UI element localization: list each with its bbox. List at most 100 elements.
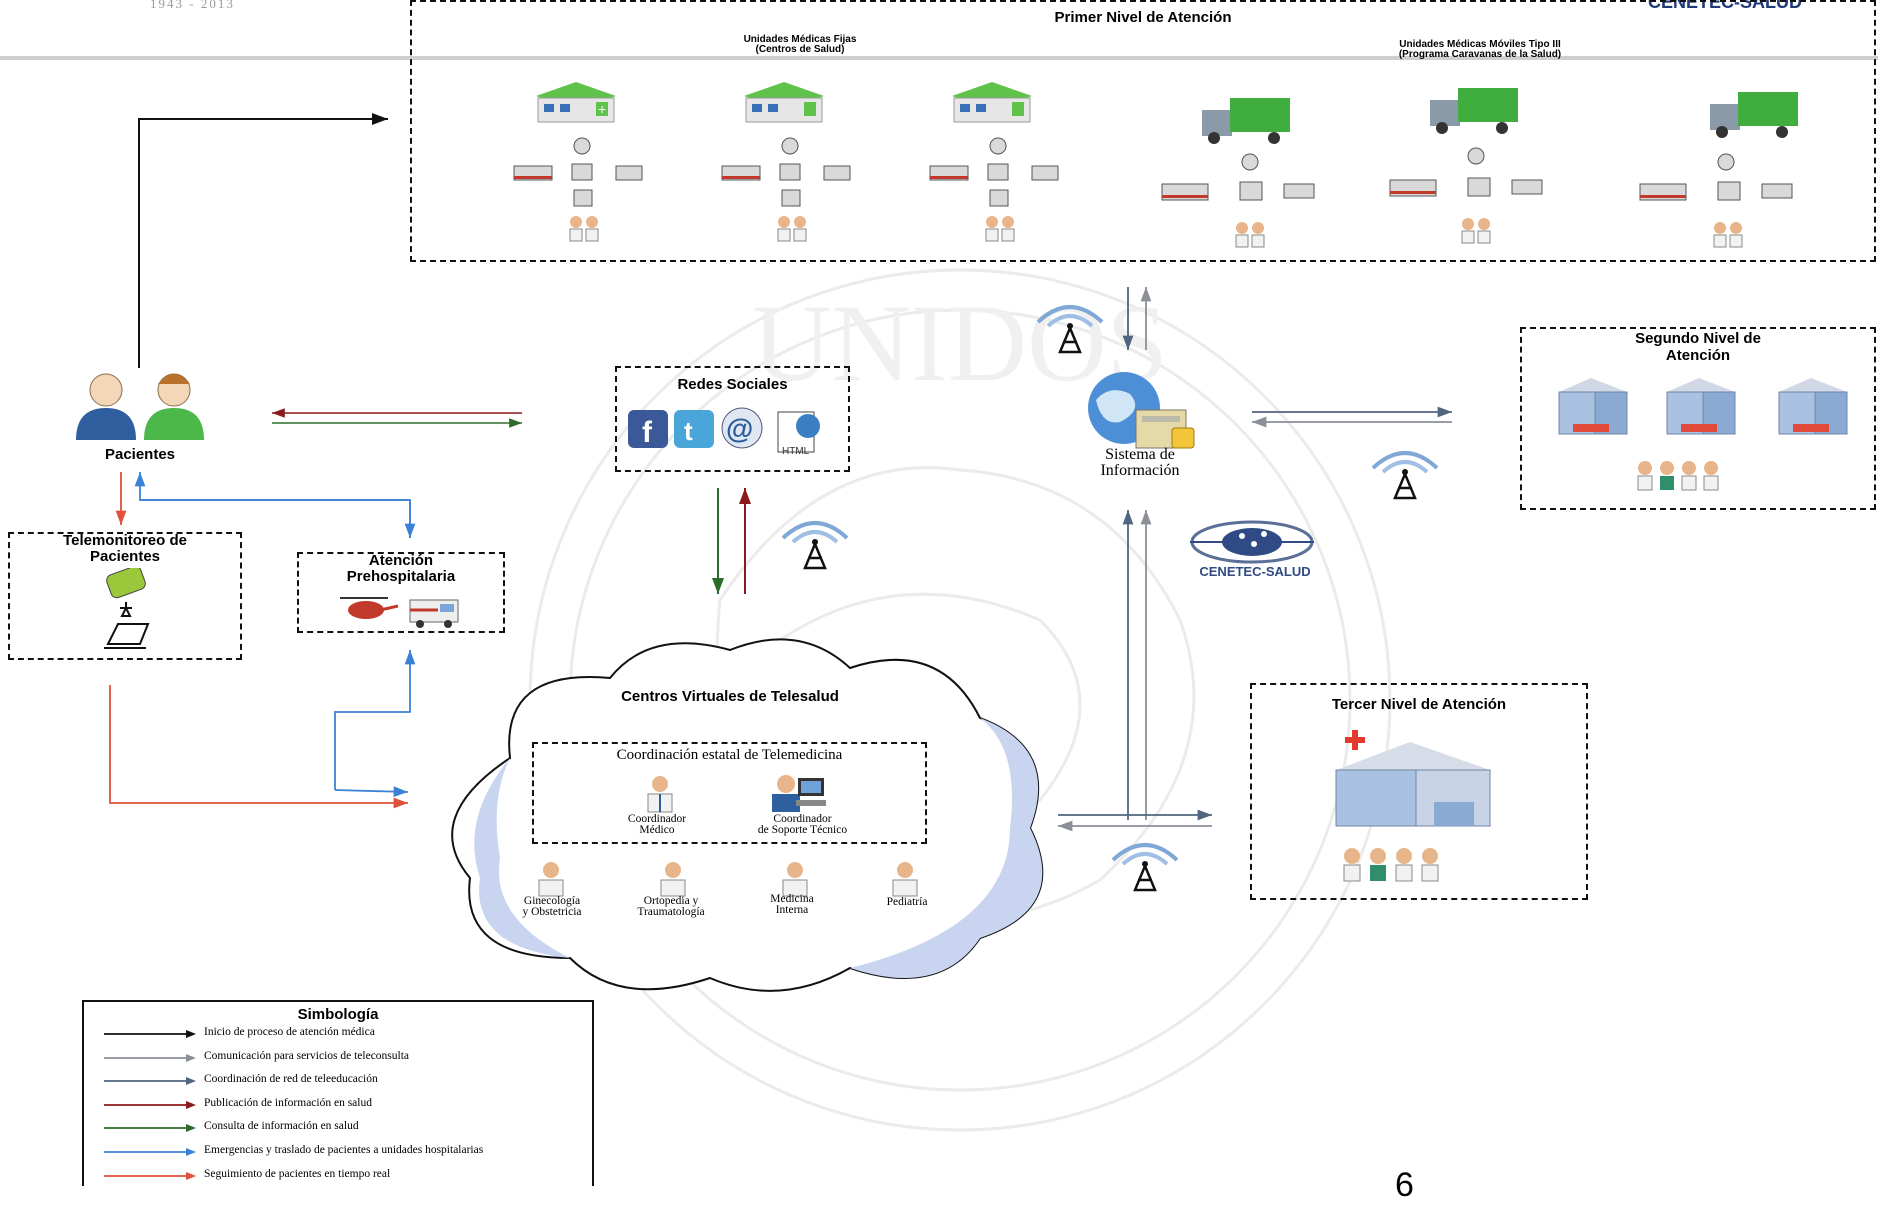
- clinic-icon: +: [536, 82, 616, 123]
- coordinator-medical-label-line1: Coordinador: [627, 813, 687, 825]
- medical-staff-icon: [1343, 848, 1439, 882]
- tercer-nivel-title: Tercer Nivel de Atención: [1331, 696, 1507, 713]
- information-system-icon: [1088, 372, 1195, 449]
- moviles-label: Unidades Médicas Móviles Tipo III (Progr…: [1330, 40, 1630, 60]
- legend-arrow-icon: [104, 1053, 196, 1062]
- clinic-icon: [952, 82, 1032, 123]
- specialty-label: Pediatría: [855, 896, 959, 908]
- coordinator-medical-label: Coordinador Médico: [597, 813, 717, 836]
- specialty-label-line2: Interna: [775, 904, 809, 916]
- legend-item-label: Emergencias y traslado de pacientes a un…: [204, 1144, 484, 1156]
- coordinator-support-icon: [772, 775, 826, 812]
- specialty-label: Medicina Interna: [740, 893, 844, 916]
- doctor-icon: [782, 862, 808, 897]
- atencion-pre-box: [297, 552, 505, 633]
- legend-arrow-icon: [104, 1030, 196, 1038]
- patients-icon: [76, 373, 204, 440]
- medical-staff-icon: [1637, 461, 1719, 491]
- redes-box: [615, 366, 850, 472]
- antenna-icon: [1036, 305, 1104, 354]
- legend-arrow-icon: [104, 1124, 196, 1133]
- doctor-icon: [660, 862, 686, 897]
- antenna-icon: [1371, 451, 1439, 500]
- virtual-centers-cloud: [451, 638, 1044, 992]
- coordinator-medical-icon: [647, 776, 673, 813]
- cenetec-logo: [1190, 520, 1314, 564]
- fijas-label-line1: Unidades Médicas Fijas: [743, 34, 857, 45]
- fixed-units-group: +: [513, 82, 1059, 242]
- html-icon: HTML: [777, 411, 820, 457]
- telemonitoreo-title-line2: Pacientes: [89, 548, 161, 565]
- specialty-label: Ortopedia y Traumatología: [619, 895, 723, 918]
- truck-icon: [1430, 88, 1518, 134]
- coordination-box: [532, 742, 927, 844]
- segundo-nivel-title-line2: Atención: [1665, 347, 1731, 364]
- ambulance-icon: [409, 599, 459, 628]
- primer-nivel-box: [410, 0, 1876, 262]
- sistema-label: Sistema de Información: [1060, 447, 1220, 479]
- moviles-label-line1: Unidades Médicas Móviles Tipo III: [1399, 39, 1561, 50]
- telemonitoreo-title-line1: Telemonitoreo de: [63, 532, 187, 549]
- legend-arrow-icon: [104, 1077, 196, 1086]
- specialty-label-line1: Medicina: [770, 893, 814, 905]
- legend-arrow-icon: [104, 1148, 196, 1156]
- legend-item-label: Comunicación para servicios de teleconsu…: [204, 1049, 410, 1062]
- sistema-label-line2: Información: [1100, 462, 1180, 479]
- coordination-title: Coordinación estatal de Telemedicina: [616, 747, 843, 763]
- patients-label: Pacientes: [104, 446, 176, 463]
- facebook-icon: f: [628, 410, 668, 449]
- coordinator-support-label: Coordinador de Soporte Técnico: [740, 813, 865, 836]
- cenetec-logo-text: CENETEC-SALUD: [1199, 564, 1311, 579]
- truck-icon: [1202, 98, 1290, 144]
- svg-text:t: t: [684, 416, 693, 446]
- legend-item: Emergencias y traslado de pacientes a un…: [84, 1142, 592, 1162]
- specialty-label-line1: Pediatría: [886, 896, 928, 908]
- segundo-nivel-box: [1520, 327, 1876, 510]
- moviles-label-line2: (Programa Caravanas de la Salud): [1398, 49, 1562, 60]
- antenna-icon: [781, 521, 849, 570]
- mobile-units-group: [1161, 88, 1798, 248]
- telemonitoreo-title: Telemonitoreo de Pacientes: [8, 533, 242, 565]
- specialty-label-line2: Traumatología: [637, 906, 705, 918]
- legend-item: Publicación de información en salud: [84, 1095, 592, 1115]
- legend-item-label: Seguimiento de pacientes en tiempo real: [204, 1167, 391, 1180]
- coordinator-medical-label-line2: Médico: [639, 824, 675, 836]
- legend-item-label: Inicio de proceso de atención médica: [204, 1026, 375, 1038]
- header-brand: CENETEC-SALUD: [1648, 0, 1803, 12]
- specialty-label: Ginecología y Obstetricia: [500, 895, 604, 918]
- specialty-label-line1: Ortopedia y: [643, 895, 699, 907]
- virtual-centers-title: Centros Virtuales de Telesalud: [621, 688, 839, 705]
- emergency-vehicles-icon: [340, 597, 459, 628]
- doctor-icon: [538, 862, 564, 897]
- telemonitoreo-box: [8, 532, 242, 660]
- legend-item: Comunicación para servicios de teleconsu…: [84, 1048, 592, 1068]
- fijas-label-line2: (Centros de Salud): [755, 44, 845, 55]
- helicopter-icon: [340, 597, 399, 619]
- coordinator-support-label-line2: de Soporte Técnico: [757, 824, 848, 836]
- svg-text:+: +: [598, 101, 606, 117]
- atencion-pre-title-line1: Atención: [368, 552, 434, 569]
- segundo-nivel-title: Segundo Nivel de Atención: [1520, 330, 1876, 364]
- segundo-nivel-title-line1: Segundo Nivel de: [1635, 330, 1761, 347]
- atencion-pre-title-line2: Prehospitalaria: [346, 568, 456, 585]
- legend-item-label: Coordinación de red de teleeducación: [204, 1073, 378, 1086]
- legend-box: Simbología Inicio de proceso de atención…: [82, 1000, 594, 1186]
- coordinator-support-label-line1: Coordinador: [773, 813, 832, 825]
- tertiary-hospital-icon: [1335, 730, 1491, 882]
- sistema-label-line1: Sistema de: [1105, 446, 1175, 463]
- truck-icon: [1710, 92, 1798, 138]
- header-band: 1943 - 2013 CENETEC-SALUD: [0, 0, 1878, 60]
- specialist-icons-row: [538, 862, 918, 897]
- specialty-label-line1: Ginecología: [523, 895, 581, 907]
- svg-text:HTML: HTML: [782, 446, 810, 457]
- email-icon: @: [721, 407, 763, 449]
- header-years: 1943 - 2013: [150, 0, 235, 11]
- hospital-icon: [1666, 378, 1736, 435]
- tercer-nivel-box: [1250, 683, 1588, 900]
- header-divider: [0, 56, 1878, 60]
- legend-arrow-icon: [104, 1171, 196, 1180]
- legend-title: Simbología: [297, 1006, 379, 1023]
- doctor-icon: [892, 862, 918, 897]
